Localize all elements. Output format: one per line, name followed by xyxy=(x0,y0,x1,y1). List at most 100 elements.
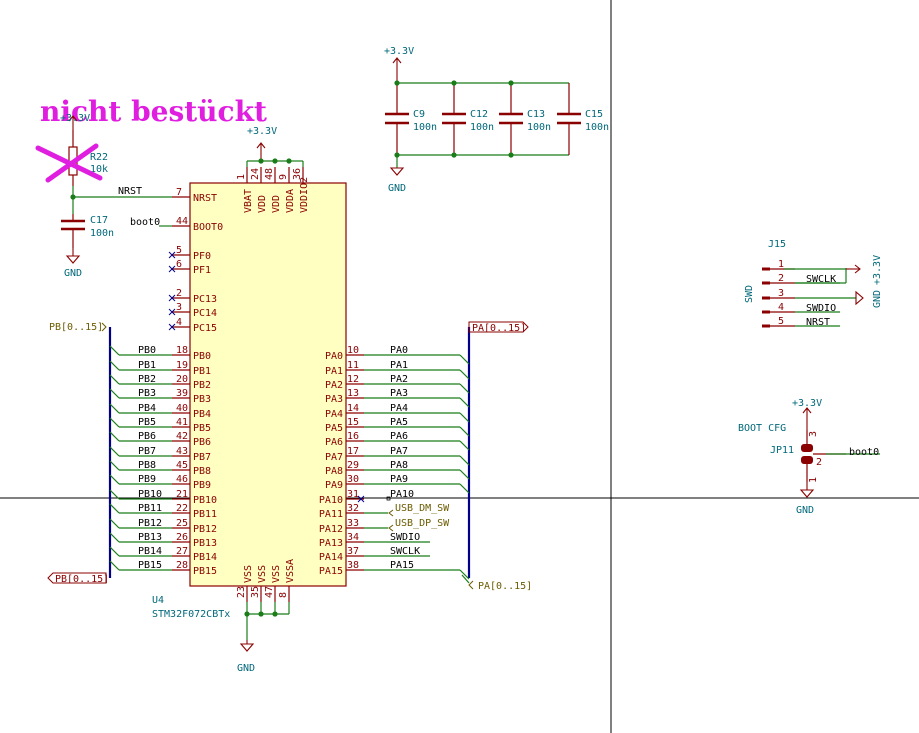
mcu-top-pin-number: 48 xyxy=(264,168,275,180)
junction-nrst xyxy=(70,194,76,200)
global-label-pb-bottom: PB[0..15] xyxy=(47,572,109,585)
c17-ref: C17 xyxy=(90,215,108,226)
global-label-pa-top: PA[0..15] xyxy=(468,321,529,334)
mcu-right-pin-name: PA7 xyxy=(325,452,343,463)
mcu-top-pin-number: 36 xyxy=(292,168,303,180)
mcu-right-pin-number: 37 xyxy=(347,546,359,557)
mcu-left-pin-number: 41 xyxy=(176,417,188,428)
bus-entry-pb xyxy=(109,417,120,428)
mcu-left-pin-name: PB1 xyxy=(193,366,211,377)
mcu-left-pin-name: PB5 xyxy=(193,423,211,434)
swd-pin-body xyxy=(762,267,770,271)
global-label-pa-bottom: PA[0..15] xyxy=(461,574,532,592)
power-arrow-mcu xyxy=(256,142,266,149)
mcu-right-pin-name: PA4 xyxy=(325,409,343,420)
no-connect-mark xyxy=(168,265,176,273)
net-label-pb: PB1 xyxy=(138,360,156,371)
net-label-pa: PA0 xyxy=(390,345,408,356)
net-label-pa: PA8 xyxy=(390,460,408,471)
mcu-left-pin-name: PB15 xyxy=(193,566,217,577)
mcu-left-pin-name: PB7 xyxy=(193,452,211,463)
swd-v33-label: +3.3V xyxy=(872,255,883,285)
swd-pin-number: 3 xyxy=(778,288,784,299)
mcu-right-pin-name: PA1 xyxy=(325,366,343,377)
bus-entries: PB0PB1PB2PB3PB4PB5PB6PB7PB8PB9PB10PB11PB… xyxy=(109,345,470,580)
mcu-left-pin-number: 5 xyxy=(176,245,182,256)
mcu-right-pin-number: 29 xyxy=(347,460,359,471)
bus-entry-pa xyxy=(459,426,470,437)
mcu-right-pin-name: PA12 xyxy=(319,524,343,535)
mcu-left-pin-name: PB11 xyxy=(193,509,217,520)
mcu-pins: 7NRST44BOOT05PF06PF12PC133PC144PC1518PB0… xyxy=(168,167,364,614)
mcu-right-pin-name: PA14 xyxy=(319,552,343,563)
mcu-right-pin-name: PA13 xyxy=(319,538,343,549)
gnd-label-mcu: GND xyxy=(237,663,255,674)
boot-cfg-title: BOOT CFG xyxy=(738,423,786,434)
annotation-not-populated: nicht bestückt xyxy=(40,95,267,128)
swd-pin-number: 2 xyxy=(778,273,784,284)
bus-entry-pb xyxy=(109,489,120,500)
gnd-symbol-decoupling xyxy=(389,167,405,176)
mcu-left-pin-number: 6 xyxy=(176,259,182,270)
mcu-left-pin-name: PB3 xyxy=(193,394,211,405)
gnd-symbol-mcu xyxy=(239,643,255,652)
mcu-right-pin-name: PA0 xyxy=(325,351,343,362)
mcu-bottom-pin-number: 8 xyxy=(278,592,289,598)
net-label-pa: PA6 xyxy=(390,431,408,442)
no-connect-mark xyxy=(168,294,176,302)
cross-out-mark-2 xyxy=(45,143,99,183)
mcu-right-pin-number: 30 xyxy=(347,474,359,485)
gnd-label-decoupling: GND xyxy=(388,183,406,194)
bus-entry-pa xyxy=(459,383,470,394)
mcu-left-pin-number: 18 xyxy=(176,345,188,356)
net-label-pb: PB2 xyxy=(138,374,156,385)
swd-net-label: SWDIO xyxy=(806,303,836,314)
decoupling-cap-value: 100n xyxy=(527,122,551,133)
mcu-bottom-pin-name: VSS xyxy=(243,565,254,583)
net-label-pb: PB0 xyxy=(138,345,156,356)
c17-value: 100n xyxy=(90,228,114,239)
net-label-pa: PA4 xyxy=(390,403,408,414)
bus-entry-pb xyxy=(109,546,120,557)
power-arrow-jumper xyxy=(802,407,812,414)
mcu-right-pin-number: 15 xyxy=(347,417,359,428)
mcu-top-pin-name: VDDA xyxy=(285,189,296,213)
net-label-pb: PB10 xyxy=(138,489,162,500)
mcu-left-pin-number: 43 xyxy=(176,446,188,457)
no-connect-mark xyxy=(168,323,176,331)
mcu-bottom-pin-number: 23 xyxy=(236,586,247,598)
mcu-left-pin-name: NRST xyxy=(193,193,217,204)
no-connect-mark xyxy=(168,251,176,259)
mcu-right-pin-number: 11 xyxy=(347,360,359,371)
mcu-left-pin-number: 20 xyxy=(176,374,188,385)
bus-entry-pb xyxy=(109,460,120,471)
bus-entry-pa xyxy=(459,412,470,423)
mcu-left-pin-number: 46 xyxy=(176,474,188,485)
mcu-right-pin-number: 32 xyxy=(347,503,359,514)
mcu-right-pin-name: PA15 xyxy=(319,566,343,577)
bus-entry-pb xyxy=(109,431,120,442)
mcu-left-pin-name: PF1 xyxy=(193,265,211,276)
power-label-decoupling: +3.3V xyxy=(384,46,414,57)
bus-entry-pb xyxy=(109,503,120,514)
mcu-left-pin-number: 2 xyxy=(176,288,182,299)
svg-text:PA[0..15]: PA[0..15] xyxy=(472,323,526,334)
power-arrow-decoupling xyxy=(392,57,402,64)
mcu-right-pin-number: 13 xyxy=(347,388,359,399)
bus-entry-pa xyxy=(459,569,470,580)
mcu-bottom-pin-number: 35 xyxy=(250,586,261,598)
mcu-left-pin-number: 40 xyxy=(176,403,188,414)
mcu-u4-body xyxy=(189,182,347,587)
net-label-pa: PA10 xyxy=(390,489,414,500)
mcu-right-pin-number: 31 xyxy=(347,489,359,500)
mcu-value: STM32F072CBTx xyxy=(152,609,230,620)
mcu-left-pin-number: 39 xyxy=(176,388,188,399)
net-label-pa: PA2 xyxy=(390,374,408,385)
mcu-top-pin-number: 9 xyxy=(278,174,289,180)
mcu-right-pin-number: 14 xyxy=(347,403,359,414)
jumper-ref: JP11 xyxy=(770,445,794,456)
mcu-left-pin-name: PB14 xyxy=(193,552,217,563)
bus-entry-pa xyxy=(459,440,470,451)
